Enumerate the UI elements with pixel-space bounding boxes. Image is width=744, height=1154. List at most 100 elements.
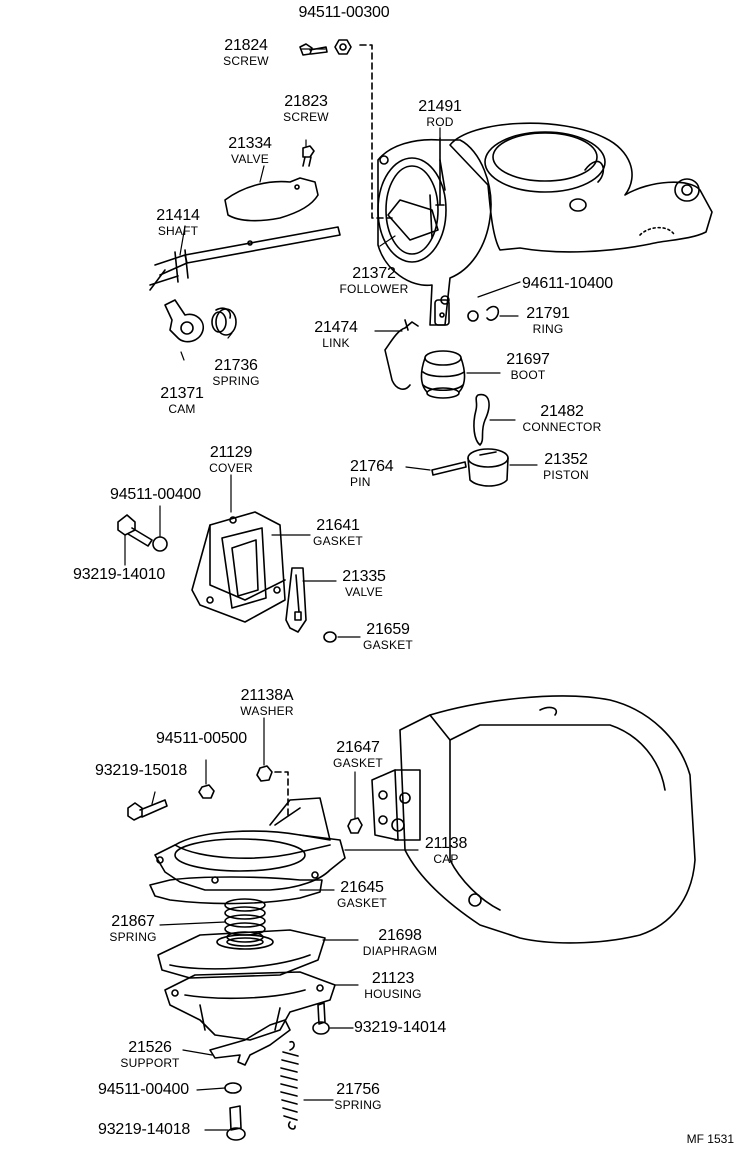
part-label-21526: 21526 SUPPORT	[114, 1039, 186, 1070]
housing-21123	[165, 972, 335, 1040]
part-number: 94511-00400	[110, 486, 201, 503]
nut-94511-00500	[199, 785, 214, 798]
part-label-94511-00300: 94511-00300	[286, 5, 402, 21]
part-label-93219-14014: 93219-14014	[354, 1020, 446, 1036]
part-number: 21824	[224, 37, 268, 54]
part-name: FOLLOWER	[339, 282, 409, 296]
part-number: 21335	[342, 568, 386, 585]
rod-part	[436, 138, 444, 205]
washer-94511-00400-a	[153, 537, 167, 551]
carburetor-body-lower	[372, 696, 695, 943]
gasket-21647	[348, 818, 362, 833]
part-number: 21645	[340, 879, 384, 896]
part-number: 93219-14014	[354, 1019, 447, 1036]
part-label-21414: 21414 SHAFT	[150, 207, 206, 238]
part-number: 21659	[366, 621, 410, 638]
part-name: VALVE	[345, 585, 383, 599]
part-label-94511-00500: 94511-00500	[156, 731, 247, 747]
part-label-21334: 21334 VALVE	[222, 135, 278, 166]
part-label-21698: 21698 DIAPHRAGM	[354, 927, 446, 958]
part-number: 21334	[228, 135, 272, 152]
part-number: 21372	[352, 265, 396, 282]
part-label-21138a: 21138A WASHER	[234, 687, 300, 718]
part-label-21697: 21697 BOOT	[500, 351, 556, 382]
carburetor-body-top	[450, 123, 712, 252]
part-name: SUPPORT	[120, 1056, 180, 1070]
part-number: 21129	[209, 444, 253, 461]
part-label-93219-14018: 93219-14018	[98, 1122, 190, 1138]
part-name: SCREW	[223, 54, 269, 68]
part-number: 21823	[284, 93, 328, 110]
part-label-21129: 21129 COVER	[202, 444, 260, 475]
part-label-21647: 21647 GASKET	[328, 740, 388, 770]
part-number: 21138A	[240, 687, 294, 704]
part-number: 21697	[506, 351, 550, 368]
washer-94611-10400	[468, 311, 478, 321]
part-number: 21491	[418, 98, 462, 115]
gasket-21645	[150, 877, 322, 904]
part-number: 21756	[336, 1081, 380, 1098]
diaphragm-21698	[158, 930, 325, 978]
screw-93219-14014	[313, 1003, 329, 1034]
valve-21335	[286, 568, 306, 632]
part-label-93219-14010: 93219-14010	[73, 567, 165, 583]
part-label-21371: 21371 CAM	[154, 386, 210, 416]
part-name: RING	[532, 322, 564, 336]
part-label-21736: 21736 SPRING	[206, 357, 266, 388]
part-number: 21526	[128, 1039, 172, 1056]
nut-94511-00300	[335, 40, 351, 54]
part-number: 21791	[526, 305, 570, 322]
leader-dashed-top	[360, 45, 392, 218]
bolt-93219-14010	[118, 515, 152, 546]
gasket-21659	[324, 632, 336, 642]
part-label-21659: 21659 GASKET	[358, 621, 418, 652]
valve-plate-21334	[225, 178, 318, 221]
part-name: HOUSING	[364, 987, 422, 1001]
part-name: CAM	[168, 402, 196, 416]
part-name: CONNECTOR	[522, 420, 602, 434]
part-name: DIAPHRAGM	[362, 944, 438, 958]
part-number: 21736	[214, 357, 258, 374]
part-number: 21641	[316, 517, 360, 534]
part-label-21824: 21824 SCREW	[218, 37, 274, 68]
part-name: PIN	[350, 475, 371, 489]
washer-21138a	[257, 766, 272, 781]
part-number: 94611-10400	[522, 275, 613, 292]
part-name: COVER	[209, 461, 253, 475]
spring-21867	[225, 899, 265, 942]
part-label-21123: 21123 HOUSING	[356, 971, 430, 1001]
part-number: 93219-15018	[95, 762, 188, 779]
boot-21697	[421, 351, 464, 398]
part-number: 93219-14018	[98, 1121, 191, 1138]
pin-21764	[432, 462, 466, 475]
part-name: LINK	[322, 336, 350, 350]
part-number: 94511-00300	[298, 4, 390, 21]
part-name: BOOT	[510, 368, 546, 382]
part-name: SPRING	[334, 1098, 382, 1112]
link-21474	[385, 320, 418, 389]
part-label-21491: 21491 ROD	[412, 98, 468, 129]
part-name: SPRING	[212, 374, 260, 388]
part-label-21138: 21138 CAP	[418, 836, 474, 866]
connector-21482	[474, 395, 489, 445]
part-label-21372: 21372 FOLLOWER	[332, 265, 416, 296]
part-label-94511-00400-a: 94511-00400	[110, 487, 201, 503]
part-label-94511-00400-b: 94511-00400	[98, 1082, 189, 1098]
part-name: SHAFT	[157, 224, 199, 238]
part-number: 21352	[544, 451, 588, 468]
washer-94511-00400-b	[225, 1083, 241, 1093]
part-number: 21474	[314, 319, 358, 336]
part-number: 21698	[378, 927, 422, 944]
part-name: SPRING	[109, 930, 157, 944]
part-label-94611-10400: 94611-10400	[522, 276, 613, 292]
part-number: 21414	[156, 207, 200, 224]
piston-21352	[468, 449, 508, 486]
bolt-93219-15018	[128, 800, 167, 820]
spring-21736	[212, 308, 236, 335]
part-number: 94511-00400	[98, 1081, 189, 1098]
part-name: GASKET	[337, 896, 387, 910]
part-label-21474: 21474 LINK	[308, 319, 364, 350]
choke-housing	[378, 140, 491, 325]
part-label-21482: 21482 CONNECTOR	[516, 404, 608, 434]
